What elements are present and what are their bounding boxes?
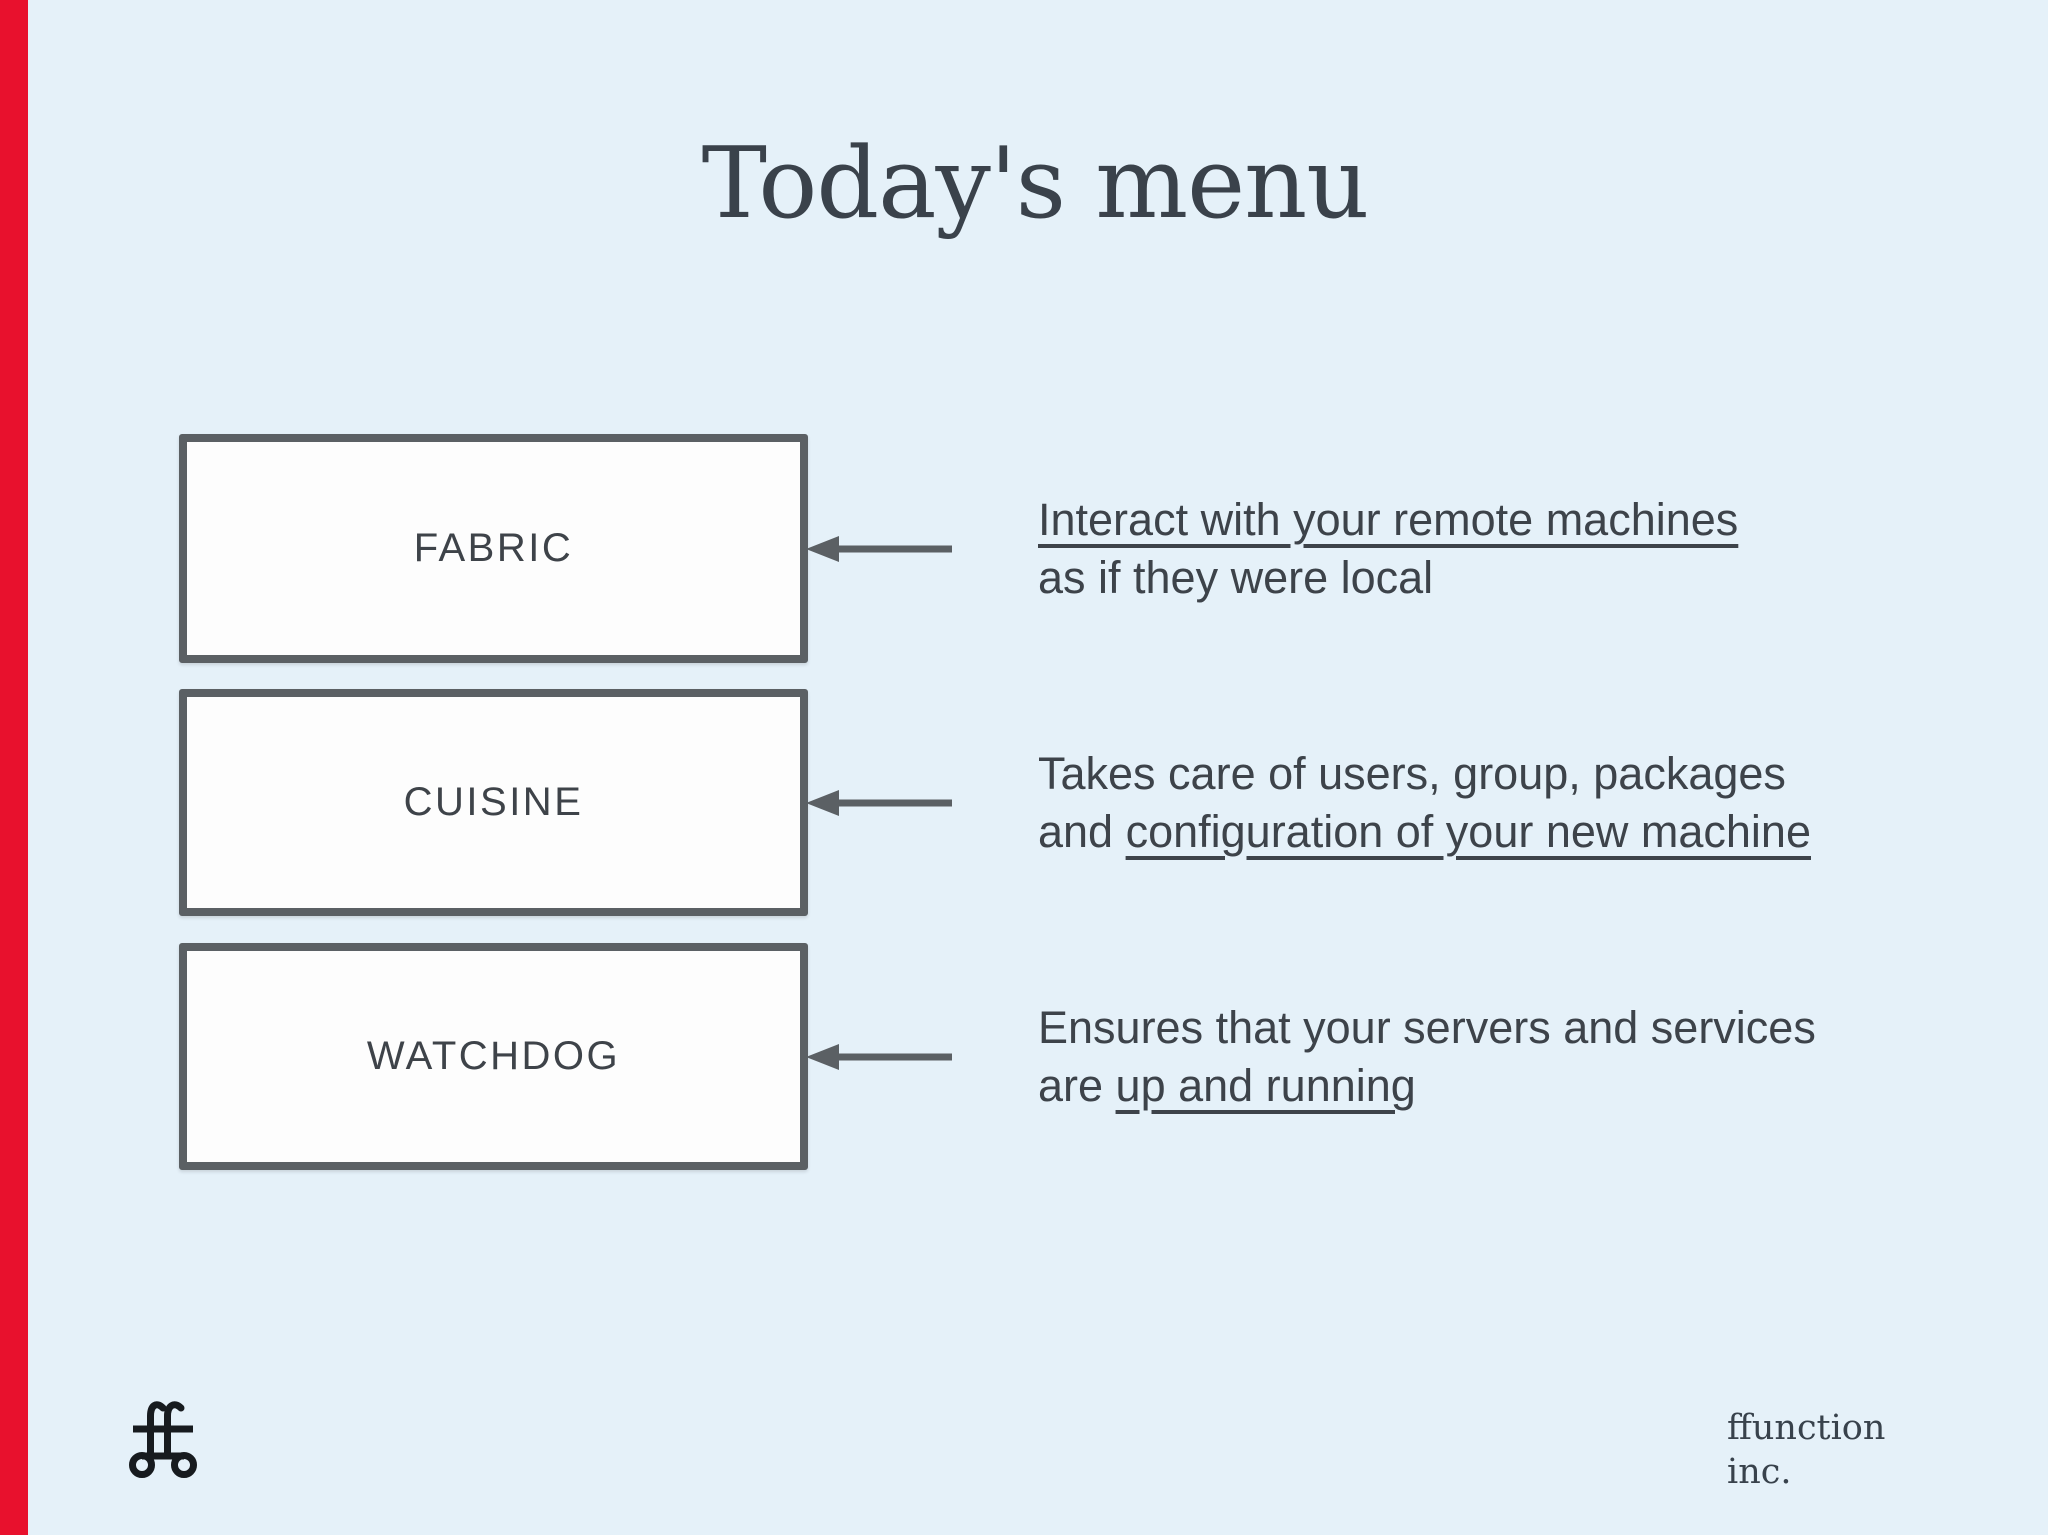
company-name: ffunction (1727, 1408, 1886, 1448)
description-text: as if they were local (1038, 551, 1434, 603)
description-link[interactable]: configuration of your new machine (1125, 805, 1811, 857)
menu-row-fabric: FABRIC Interact with your remote machine… (0, 434, 2048, 663)
menu-row-cuisine: CUISINE Takes care of users, group, pack… (0, 689, 2048, 916)
menu-description: Ensures that your servers and services a… (1038, 999, 1816, 1115)
description-line: are up and running (1038, 1057, 1816, 1115)
menu-box-label: CUISINE (403, 780, 584, 824)
arrow-left-icon (806, 1043, 952, 1070)
company-signature: ffunction inc. (1727, 1406, 1885, 1494)
menu-box-fabric: FABRIC (179, 434, 808, 663)
left-accent-stripe (0, 0, 28, 1535)
menu-description: Interact with your remote machines as if… (1038, 491, 1738, 607)
menu-box-cuisine: CUISINE (179, 689, 808, 916)
description-link[interactable]: up and running (1115, 1059, 1416, 1111)
description-link[interactable]: Interact with your remote machines (1038, 493, 1739, 545)
description-text: and (1038, 805, 1126, 857)
description-text: are (1038, 1059, 1116, 1111)
description-line: as if they were local (1038, 549, 1738, 607)
description-line: Takes care of users, group, packages (1038, 745, 1811, 803)
ffunction-logo-icon (129, 1401, 197, 1478)
menu-row-watchdog: WATCHDOG Ensures that your servers and s… (0, 943, 2048, 1170)
menu-box-label: FABRIC (413, 526, 574, 570)
menu-box-label: WATCHDOG (366, 1034, 621, 1078)
arrow-left-icon (806, 789, 952, 816)
menu-box-watchdog: WATCHDOG (179, 943, 808, 1170)
company-suffix: inc. (1727, 1452, 1792, 1492)
description-text: Takes care of users, group, packages (1038, 747, 1786, 799)
description-text: Ensures that your servers and services (1038, 1001, 1816, 1053)
description-line: and configuration of your new machine (1038, 803, 1811, 861)
description-line: Interact with your remote machines (1038, 491, 1738, 549)
menu-description: Takes care of users, group, packages and… (1038, 745, 1811, 861)
slide-title: Today's menu (701, 127, 1370, 241)
arrow-left-icon (806, 535, 952, 562)
description-line: Ensures that your servers and services (1038, 999, 1816, 1057)
